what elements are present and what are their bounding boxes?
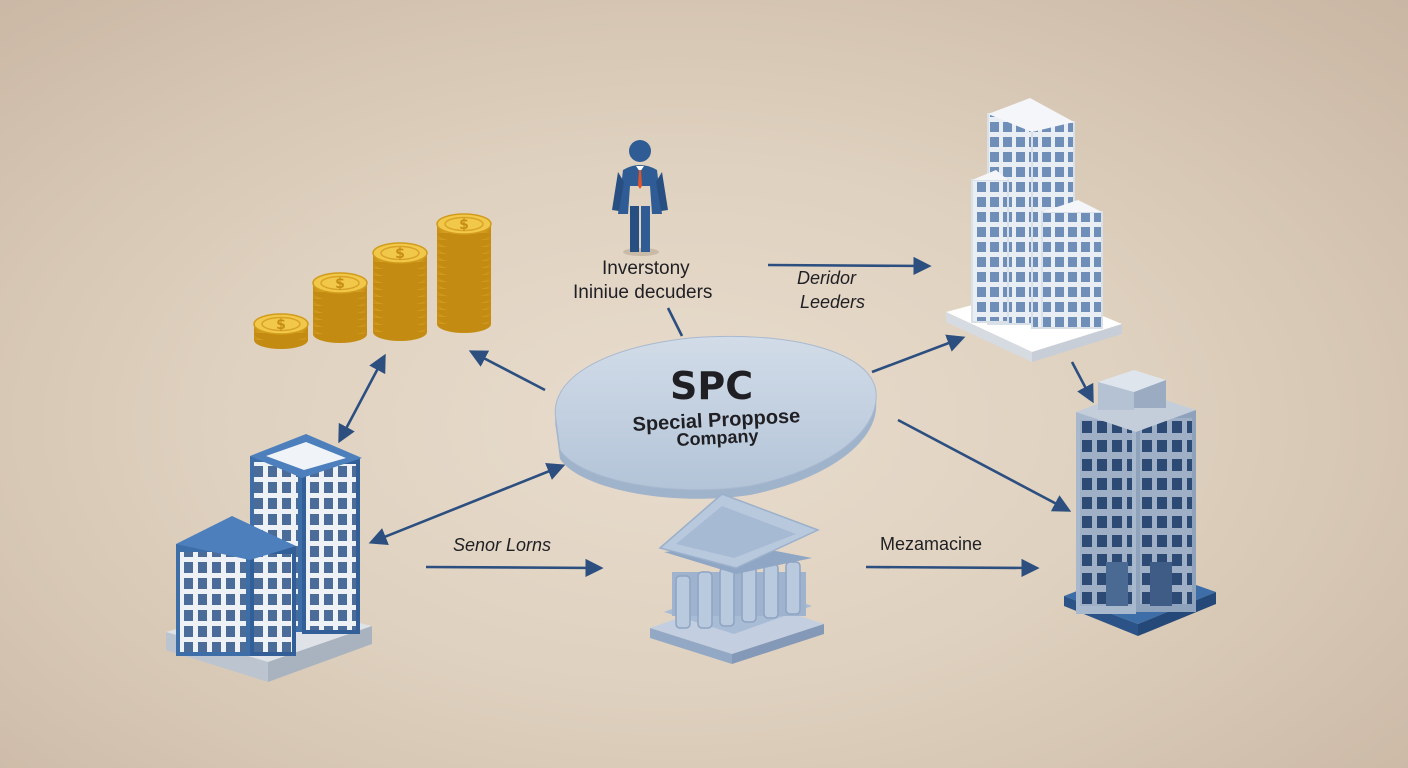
spc-disc — [554, 335, 877, 499]
dollar-sign-icon: $ — [276, 317, 286, 333]
coin-stack: $ — [312, 272, 368, 343]
coin-stack: $ — [436, 213, 492, 333]
arrow-spc-skyscraper — [871, 334, 966, 374]
arrow-senior-loans — [425, 558, 604, 578]
lenders-label-line2: Leeders — [800, 292, 866, 312]
arrow-coins-office — [338, 353, 386, 444]
arrow-to-lenders — [767, 256, 932, 276]
spc-subtitle-line2: Company — [676, 425, 759, 450]
mezzanine-label: Mezamacine — [880, 534, 983, 554]
arrow-spc-tower — [897, 418, 1072, 512]
arrow-office-spc — [368, 462, 566, 546]
arrow-spc-coins — [468, 350, 546, 392]
coin-stacks-icon: $ $ $ $ — [253, 213, 492, 349]
arrow-mezzanine — [865, 558, 1040, 578]
flow-arrows — [338, 256, 1094, 578]
businessman-icon — [612, 140, 668, 256]
tower-building-icon — [1064, 370, 1216, 636]
spc-title: SPC — [670, 364, 754, 408]
investors-label-line1: Inverstony — [602, 258, 690, 279]
bank-icon — [650, 493, 824, 664]
skyscraper-icon — [946, 98, 1122, 362]
dollar-sign-icon: $ — [335, 276, 345, 292]
coin-stack: $ — [372, 242, 428, 341]
dollar-sign-icon: $ — [459, 217, 469, 233]
lenders-label-line1: Deridor — [797, 268, 857, 288]
office-building-icon — [166, 434, 372, 682]
arrow-skyscraper-tower — [1070, 361, 1094, 404]
investors-label-line2: Ininiue decuders — [573, 282, 713, 303]
dollar-sign-icon: $ — [395, 246, 405, 262]
arrow-investor-spc — [666, 307, 684, 337]
senior-loans-label: Senor Lorns — [453, 535, 552, 555]
coin-stack: $ — [253, 313, 309, 349]
